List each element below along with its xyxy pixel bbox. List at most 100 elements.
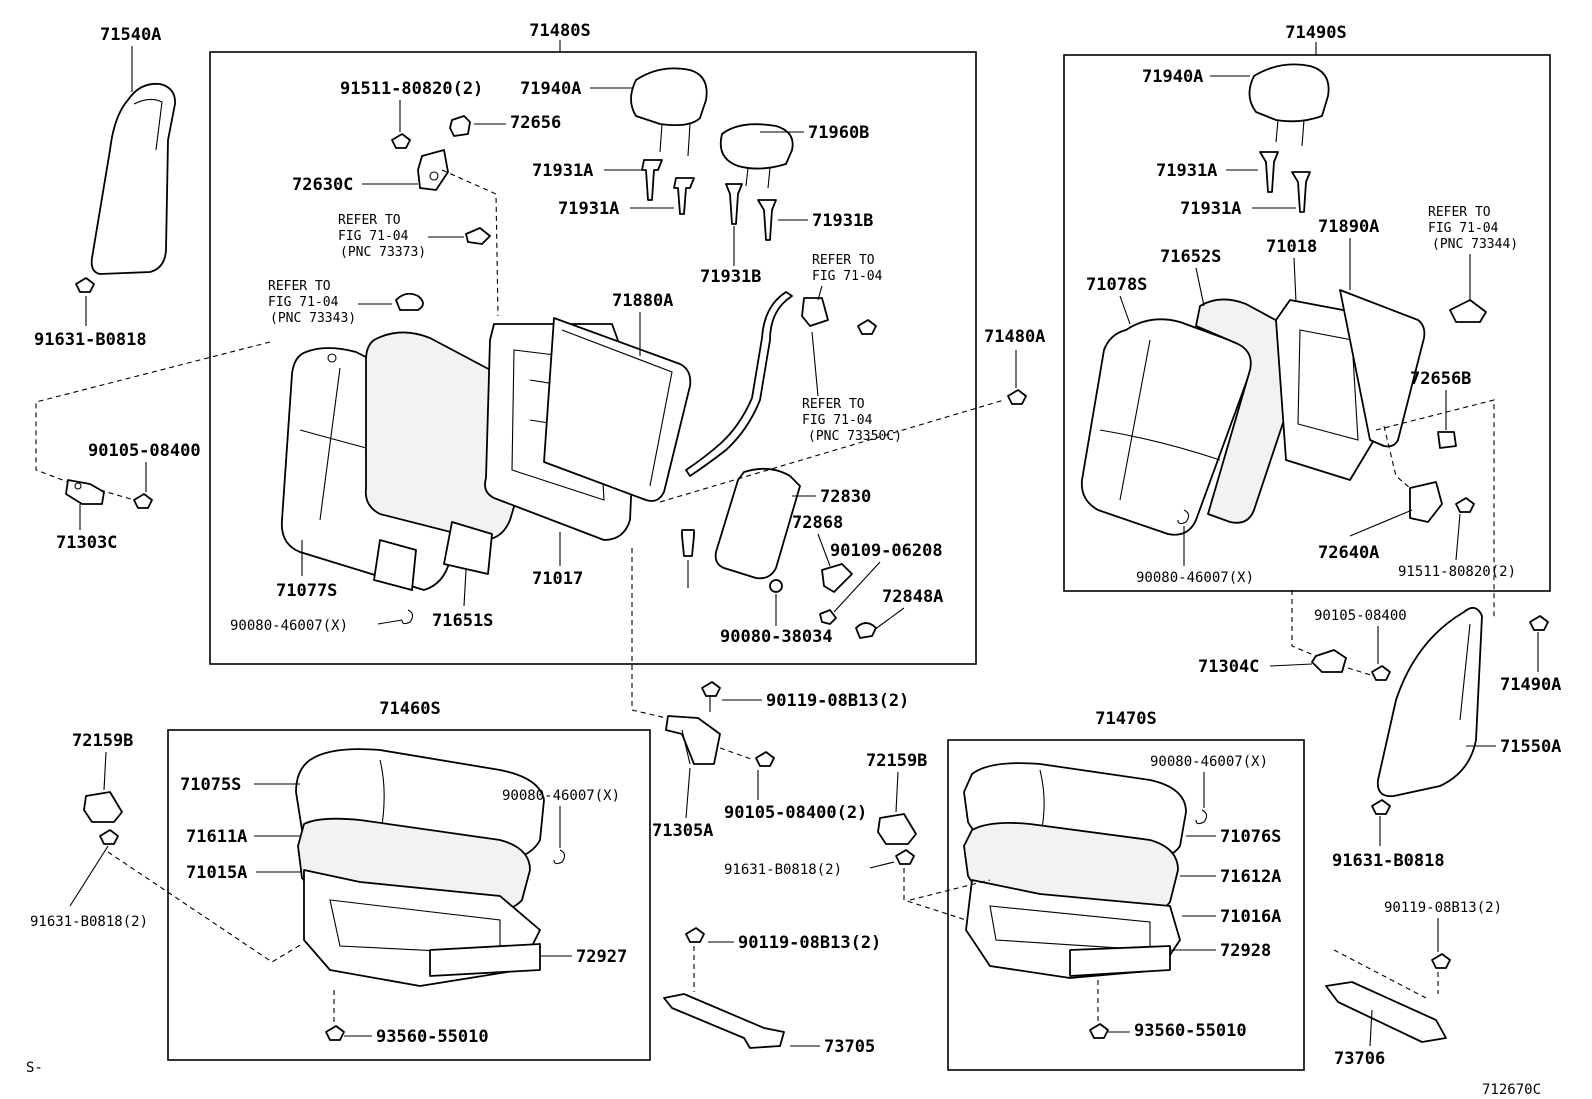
label-72830: 72830 (820, 487, 871, 507)
label-73706: 73706 (1334, 1049, 1385, 1069)
cap-72848A (855, 622, 877, 639)
label-71015A: 71015A (186, 863, 247, 883)
hinge-bracket-71303C (65, 479, 105, 505)
label-71960B: 71960B (808, 123, 869, 143)
hook-72159B-b (877, 813, 917, 845)
ref-note-1-line-1: REFER TO (338, 213, 401, 228)
label-71890A: 71890A (1318, 217, 1379, 237)
group-box-71460S (167, 729, 651, 1061)
hinge-73706 (1325, 981, 1447, 1043)
label-71931B-a: 71931B (812, 211, 873, 231)
ref-note-5-line-3: (PNC 73344) (1432, 237, 1518, 252)
label-90105-08400-b: 90105-08400 (1314, 608, 1407, 624)
bolt-90119-08B13-b (685, 927, 705, 943)
ref-note-4-line-2: FIG 71-04 (802, 413, 873, 428)
belt-cover-73343 (395, 292, 424, 311)
bolt-91631-B0818-a (75, 277, 95, 293)
label-71652S: 71652S (1160, 247, 1221, 267)
label-71490A: 71490A (1500, 675, 1561, 695)
hook-72159B-a (83, 791, 123, 823)
support-71931A-d (1291, 171, 1311, 213)
group-label-71480S: 71480S (529, 21, 590, 41)
ref-note-2-line-1: REFER TO (268, 279, 331, 294)
label-90080-46007-c: 90080-46007(X) (502, 788, 620, 804)
lock-striker-72630C (417, 149, 449, 191)
cushion-board-72927 (429, 943, 541, 977)
label-72656B: 72656B (1410, 369, 1471, 389)
label-71076S: 71076S (1220, 827, 1281, 847)
bolt-93560-55010-b (1089, 1023, 1109, 1039)
label-71480A: 71480A (984, 327, 1045, 347)
bolt-71480A (1007, 389, 1027, 405)
label-72159B-b: 72159B (866, 751, 927, 771)
label-71651S: 71651S (432, 611, 493, 631)
label-91631-B0818-a: 91631-B0818 (34, 330, 147, 350)
bolt-71490A (1529, 615, 1549, 631)
label-71931A-b: 71931A (558, 199, 619, 219)
back-board-71890A (1339, 289, 1426, 448)
label-91631-B0818-c: 91631-B0818(2) (30, 914, 148, 930)
label-90080-46007-d: 90080-46007(X) (1150, 754, 1268, 770)
label-90080-46007-a: 90080-46007(X) (230, 618, 348, 634)
label-71550A: 71550A (1500, 737, 1561, 757)
label-90105-08400-c: 90105-08400(2) (724, 803, 867, 823)
ref-note-2-line-2: FIG 71-04 (268, 295, 339, 310)
label-90080-38034: 90080-38034 (720, 627, 833, 647)
group-label-71490S: 71490S (1285, 23, 1346, 43)
ref-note-5-line-2: FIG 71-04 (1428, 221, 1499, 236)
group-box-71480S (209, 51, 977, 665)
label-90119-08B13-c: 90119-08B13(2) (1384, 900, 1502, 916)
label-71931A-c: 71931A (1156, 161, 1217, 181)
label-71016A: 71016A (1220, 907, 1281, 927)
label-71940A-b: 71940A (1142, 67, 1203, 87)
headrest-71940A-a (630, 67, 708, 157)
ref-note-4-line-3: (PNC 73350C) (808, 429, 902, 444)
bolt-91511-80820-a (391, 133, 411, 149)
group-box-71470S (947, 739, 1305, 1071)
label-93560-55010-a: 93560-55010 (376, 1027, 489, 1047)
label-71303C: 71303C (56, 533, 117, 553)
ref-note-3-line-2: FIG 71-04 (812, 269, 883, 284)
support-71931B-a (725, 183, 743, 225)
label-71611A: 71611A (186, 827, 247, 847)
bolt-90105-08400-a (133, 493, 153, 509)
ref-note-5-line-1: REFER TO (1428, 205, 1491, 220)
label-72868: 72868 (792, 513, 843, 533)
screw-90109-06208 (819, 609, 837, 625)
cushion-board-72928 (1069, 945, 1171, 977)
armrest-bracket-72868 (821, 563, 853, 593)
washer-90080-38034 (769, 579, 783, 593)
ref-note-1-line-2: FIG 71-04 (338, 229, 409, 244)
label-71612A: 71612A (1220, 867, 1281, 887)
label-90080-46007-b: 90080-46007(X) (1136, 570, 1254, 586)
support-71931A-b (673, 177, 695, 215)
belt-cover-73373 (465, 227, 491, 245)
label-71304C: 71304C (1198, 657, 1259, 677)
bolt-91631-B0818-d (895, 849, 915, 865)
label-90119-08B13-a: 90119-08B13(2) (766, 691, 909, 711)
bolt-90119-08B13-a (701, 681, 721, 712)
label-71931A-d: 71931A (1180, 199, 1241, 219)
bolt-91631-B0818-b (1371, 799, 1391, 815)
label-72630C: 72630C (292, 175, 353, 195)
label-71540A: 71540A (100, 25, 161, 45)
bolt-belt-anchor (857, 319, 877, 335)
seat-belt (685, 291, 829, 477)
label-72159B-a: 72159B (72, 731, 133, 751)
label-72848A: 72848A (882, 587, 943, 607)
label-72927: 72927 (576, 947, 627, 967)
bolt-90119-08B13-c (1431, 953, 1451, 969)
label-91511-80820-b: 91511-80820(2) (1398, 564, 1516, 580)
bolt-91511-80820-b (1455, 497, 1475, 513)
corner-mark: S- (26, 1060, 43, 1076)
hinge-bracket-71305A (665, 715, 721, 765)
label-71078S: 71078S (1086, 275, 1147, 295)
lock-striker-72640A (1409, 481, 1443, 523)
label-71017: 71017 (532, 569, 583, 589)
label-71931A-a: 71931A (532, 161, 593, 181)
ref-note-3-line-1: REFER TO (812, 253, 875, 268)
side-garnish-71540A (90, 82, 176, 275)
belt-cover-73344 (1449, 299, 1487, 323)
label-90119-08B13-b: 90119-08B13(2) (738, 933, 881, 953)
